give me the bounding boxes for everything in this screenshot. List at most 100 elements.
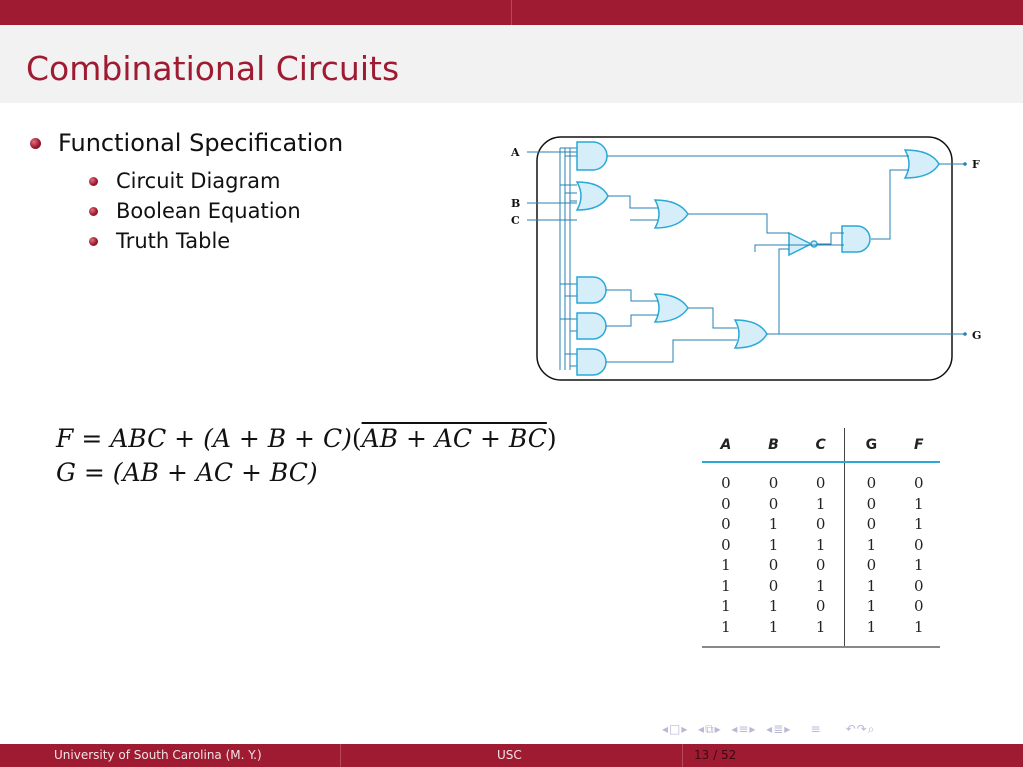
bullet-icon — [89, 177, 98, 186]
equation-f-equals: = — [81, 424, 103, 453]
and-gate-ac — [576, 312, 607, 340]
cell: 0 — [914, 597, 924, 616]
footer-bar: University of South Carolina (M. Y.) USC… — [0, 744, 1023, 767]
sub-bullet-truth-table: Truth Table — [88, 226, 301, 256]
sub-bullet-text: Boolean Equation — [116, 199, 301, 223]
cell: 1 — [914, 556, 924, 575]
cell: 0 — [797, 514, 846, 535]
input-label-a: A — [510, 146, 520, 159]
cell: 0 — [721, 535, 731, 554]
beamer-navigation[interactable]: ◂□▸ ◂⧉▸ ◂≡▸ ◂≣▸ ≡ ↶↷⌕ — [662, 722, 875, 737]
output-terminal-g — [963, 332, 967, 336]
cell: 0 — [866, 474, 877, 493]
cell: 0 — [914, 535, 924, 554]
cell: 1 — [897, 616, 940, 648]
sub-bullet-list: Circuit Diagram Boolean Equation Truth T… — [58, 166, 301, 256]
not-gate-bubble — [810, 240, 818, 248]
nav-doc-icon[interactable]: ≣ — [773, 722, 785, 736]
and-gate-bc — [576, 348, 607, 376]
or-gate-mid — [653, 199, 689, 229]
nav-section-icon[interactable]: ≡ — [738, 722, 750, 736]
cell: 1 — [866, 535, 877, 554]
header-bar — [0, 0, 1023, 25]
output-label-f: F — [972, 158, 980, 171]
input-wires — [527, 147, 577, 370]
nav-frame-icon[interactable]: □ — [669, 722, 682, 736]
sub-bullet-boolean-equation: Boolean Equation — [88, 196, 301, 226]
cell: 0 — [866, 556, 877, 575]
input-label-b: B — [511, 197, 520, 210]
sub-bullet-text: Truth Table — [116, 229, 231, 253]
equation-f: F = ABC + (A + B + C)(AB + AC + BC) — [56, 422, 557, 456]
cell: 0 — [768, 576, 779, 595]
header-c: C — [797, 428, 846, 463]
nav-subsection-icon[interactable]: ⧉ — [705, 722, 715, 736]
nav-section-next-icon[interactable]: ▸ — [749, 722, 757, 736]
header-g: G — [844, 428, 898, 463]
cell: 0 — [768, 474, 779, 493]
paren-open: ( — [351, 424, 362, 453]
cell: 1 — [721, 576, 731, 595]
nav-back-forward-icon[interactable]: ↶↷ — [845, 722, 868, 736]
truth-table-header: A B C G F — [702, 428, 940, 463]
or-gate-f — [903, 149, 940, 179]
cell: 1 — [768, 535, 779, 554]
circuit-diagram: .gate { fill: #d6eefa; stroke: #2aa9d6; … — [510, 136, 981, 381]
footer-separator — [682, 744, 683, 767]
or-gate-pair — [653, 293, 689, 323]
header-b: B — [749, 428, 798, 463]
cell: 1 — [768, 515, 779, 534]
nav-frame-next-icon[interactable]: ▸ — [681, 722, 689, 736]
bullet-item-functional-specification: Functional Specification Circuit Diagram… — [28, 128, 343, 253]
cell: 0 — [721, 474, 731, 493]
nav-search-icon[interactable]: ⌕ — [867, 722, 876, 736]
output-label-g: G — [972, 329, 981, 342]
footer-institution: University of South Carolina (M. Y.) — [54, 748, 262, 762]
cell: 0 — [797, 596, 846, 617]
cell: 0 — [797, 462, 846, 494]
footer-short-title: USC — [497, 748, 522, 762]
cell: 1 — [866, 576, 877, 595]
cell: 0 — [914, 474, 924, 493]
circuit-boundary — [536, 136, 953, 381]
cell: 1 — [914, 494, 924, 513]
bullet-list: Functional Specification Circuit Diagram… — [28, 128, 343, 253]
nav-doc-next-icon[interactable]: ▸ — [784, 722, 792, 736]
cell: 0 — [914, 576, 924, 595]
cell: 0 — [768, 556, 779, 575]
sub-bullet-circuit-diagram: Circuit Diagram — [88, 166, 301, 196]
nav-appendix-icon[interactable]: ≡ — [810, 722, 822, 736]
nav-doc-prev-icon[interactable]: ◂ — [766, 722, 774, 736]
nav-section-prev-icon[interactable]: ◂ — [731, 722, 739, 736]
not-gate — [788, 231, 813, 257]
boolean-equations: F = ABC + (A + B + C)(AB + AC + BC) G = … — [56, 422, 557, 490]
nav-subsection-prev-icon[interactable]: ◂ — [698, 722, 706, 736]
paren-close: ) — [546, 424, 557, 453]
cell: 1 — [844, 616, 898, 648]
cell: 1 — [768, 597, 779, 616]
equation-f-plain: ABC + (A + B + C) — [110, 424, 352, 453]
cell: 0 — [866, 515, 877, 534]
cell: 1 — [797, 616, 846, 648]
cell: 0 — [721, 515, 731, 534]
sub-bullet-text: Circuit Diagram — [116, 169, 281, 193]
cell: 1 — [702, 616, 750, 648]
or-gate-g — [733, 319, 768, 349]
cell: 0 — [768, 494, 779, 513]
bullet-icon — [89, 237, 98, 246]
bullet-icon — [89, 207, 98, 216]
cell: 0 — [866, 494, 877, 513]
nav-subsection-next-icon[interactable]: ▸ — [714, 722, 722, 736]
or-gate-abc — [575, 181, 609, 211]
equation-f-lhs: F — [56, 424, 74, 453]
slide-title: Combinational Circuits — [26, 49, 400, 88]
nav-frame-prev-icon[interactable]: ◂ — [662, 722, 670, 736]
internal-wires — [606, 155, 965, 363]
and-gate-final — [841, 225, 871, 253]
header-separator — [511, 0, 512, 25]
cell: 1 — [797, 493, 846, 514]
